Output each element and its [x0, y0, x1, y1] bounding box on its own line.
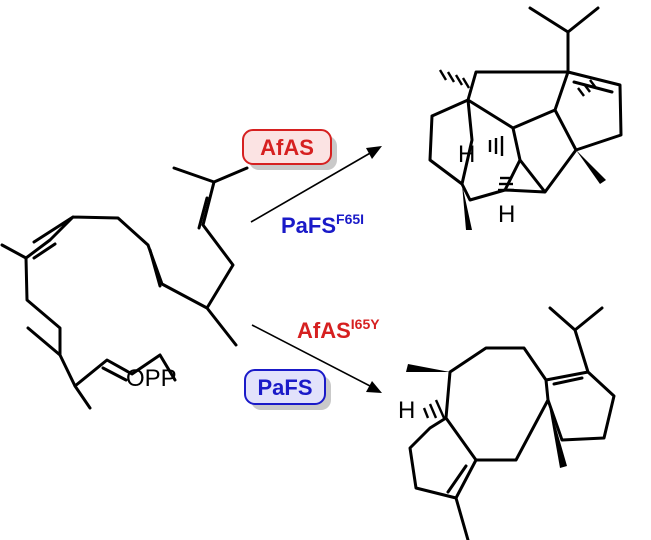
lower-product-methyl-wedge-1 — [406, 364, 450, 372]
upper-mutant-superscript: F65I — [336, 211, 364, 227]
lower-product-methyl-wedge-2 — [548, 400, 567, 468]
upper-mutant-enzyme-name: PaFS — [281, 213, 336, 238]
upper-product-methyl-wedge-2 — [462, 184, 472, 230]
upper-product-methyl-wedge — [576, 150, 606, 184]
lower-product-tricycle: H — [398, 306, 616, 540]
lower-product-double-bonds — [446, 376, 584, 494]
upper-mutant-enzyme-label: PaFSF65I — [281, 211, 364, 238]
lower-mutant-enzyme-name: AfAS — [297, 318, 351, 343]
upper-product-double-bond — [572, 80, 614, 94]
lower-boxed-enzyme-name: PaFS — [257, 375, 312, 400]
lower-boxed-enzyme-label: PaFS — [244, 369, 331, 410]
upper-boxed-enzyme-label: AfAS — [242, 129, 337, 170]
upper-product-spiro-hash — [577, 79, 597, 97]
upper-product-skeleton — [428, 6, 623, 202]
lower-reaction-arrow — [251, 324, 382, 393]
upper-boxed-enzyme-name: AfAS — [260, 135, 314, 160]
upper-product-methyl-hash — [438, 69, 471, 89]
substrate-skeleton — [0, 166, 249, 410]
lower-mutant-enzyme-label: AfASI65Y — [297, 316, 380, 343]
upper-product-h-hash-1 — [488, 136, 504, 156]
substrate-ggpp: OPP — [0, 166, 249, 410]
substrate-double-bonds — [32, 196, 209, 382]
lower-product-skeleton — [408, 306, 616, 540]
lower-mutant-superscript: I65Y — [351, 316, 380, 332]
svg-text:AfASI65Y: AfASI65Y — [297, 316, 380, 343]
upper-reaction-arrow — [250, 146, 382, 223]
svg-text:PaFSF65I: PaFSF65I — [281, 211, 364, 238]
upper-product-h-hash-2 — [498, 176, 514, 192]
substrate-opp-label: OPP — [126, 365, 177, 392]
upper-product-h-label-2: H — [498, 201, 515, 228]
upper-product-tetracycle: H H — [428, 6, 623, 230]
upper-product-h-label-1: H — [458, 141, 475, 168]
lower-product-h-label: H — [398, 397, 415, 424]
lower-product-h-hash — [422, 399, 446, 419]
